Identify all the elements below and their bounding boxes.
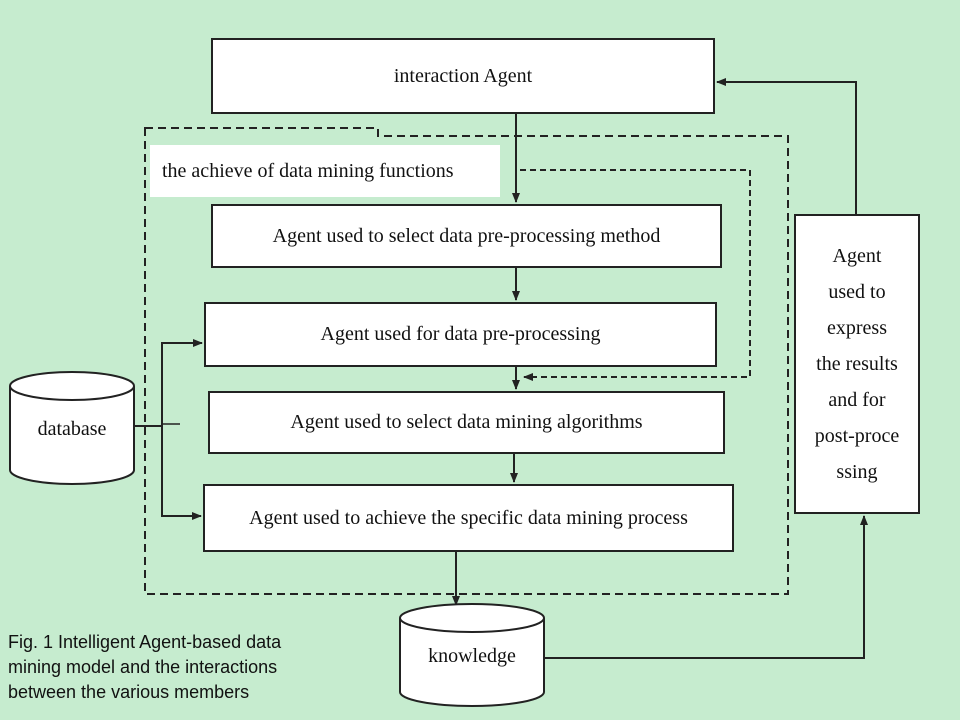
express-line-1: Agent	[832, 245, 882, 267]
express-results-label: Agent used to express the results and fo…	[815, 238, 899, 490]
arrow-database-to-process	[161, 426, 202, 520]
express-line-7: ssing	[836, 461, 878, 483]
express-line-5: and for	[828, 389, 886, 411]
feedback-dashed-loop	[520, 169, 751, 381]
achieve-process-label: Agent used to achieve the specific data …	[249, 506, 688, 529]
knowledge-label: knowledge	[428, 645, 516, 667]
database-cylinder	[9, 371, 135, 485]
express-line-4: the results	[816, 353, 898, 375]
group-dashed-border	[144, 127, 789, 595]
select-algorithms-box: Agent used to select data mining algorit…	[208, 391, 725, 454]
select-preprocessing-label: Agent used to select data pre-processing…	[272, 224, 661, 247]
database-label: database	[37, 418, 107, 440]
interaction-agent-label: interaction Agent	[393, 64, 533, 87]
express-line-3: express	[827, 317, 887, 339]
caption-line-3: between the various members	[8, 682, 250, 702]
preprocessing-box: Agent used for data pre-processing	[204, 302, 717, 367]
select-preprocessing-box: Agent used to select data pre-processing…	[211, 204, 722, 268]
caption-line-1: Fig. 1 Intelligent Agent-based data	[8, 632, 282, 652]
arrow-knowledge-to-express	[544, 515, 868, 659]
arrow-database-to-prep	[134, 339, 203, 427]
group-label-text: the achieve of data mining functions	[162, 159, 454, 182]
express-line-6: post-proce	[814, 425, 900, 447]
express-line-2: used to	[828, 281, 886, 303]
select-algorithms-label: Agent used to select data mining algorit…	[290, 411, 643, 433]
express-results-box: Agent used to express the results and fo…	[794, 214, 920, 514]
figure-caption: Fig. 1 Intelligent Agent-based data mini…	[8, 630, 378, 705]
arrow-express-to-interaction	[716, 78, 857, 214]
caption-line-2: mining model and the interactions	[8, 657, 278, 677]
interaction-agent-box: interaction Agent	[211, 38, 715, 114]
group-label: the achieve of data mining functions	[150, 145, 500, 197]
achieve-process-box: Agent used to achieve the specific data …	[203, 484, 734, 552]
preprocessing-label: Agent used for data pre-processing	[320, 323, 601, 345]
knowledge-cylinder	[399, 603, 545, 707]
